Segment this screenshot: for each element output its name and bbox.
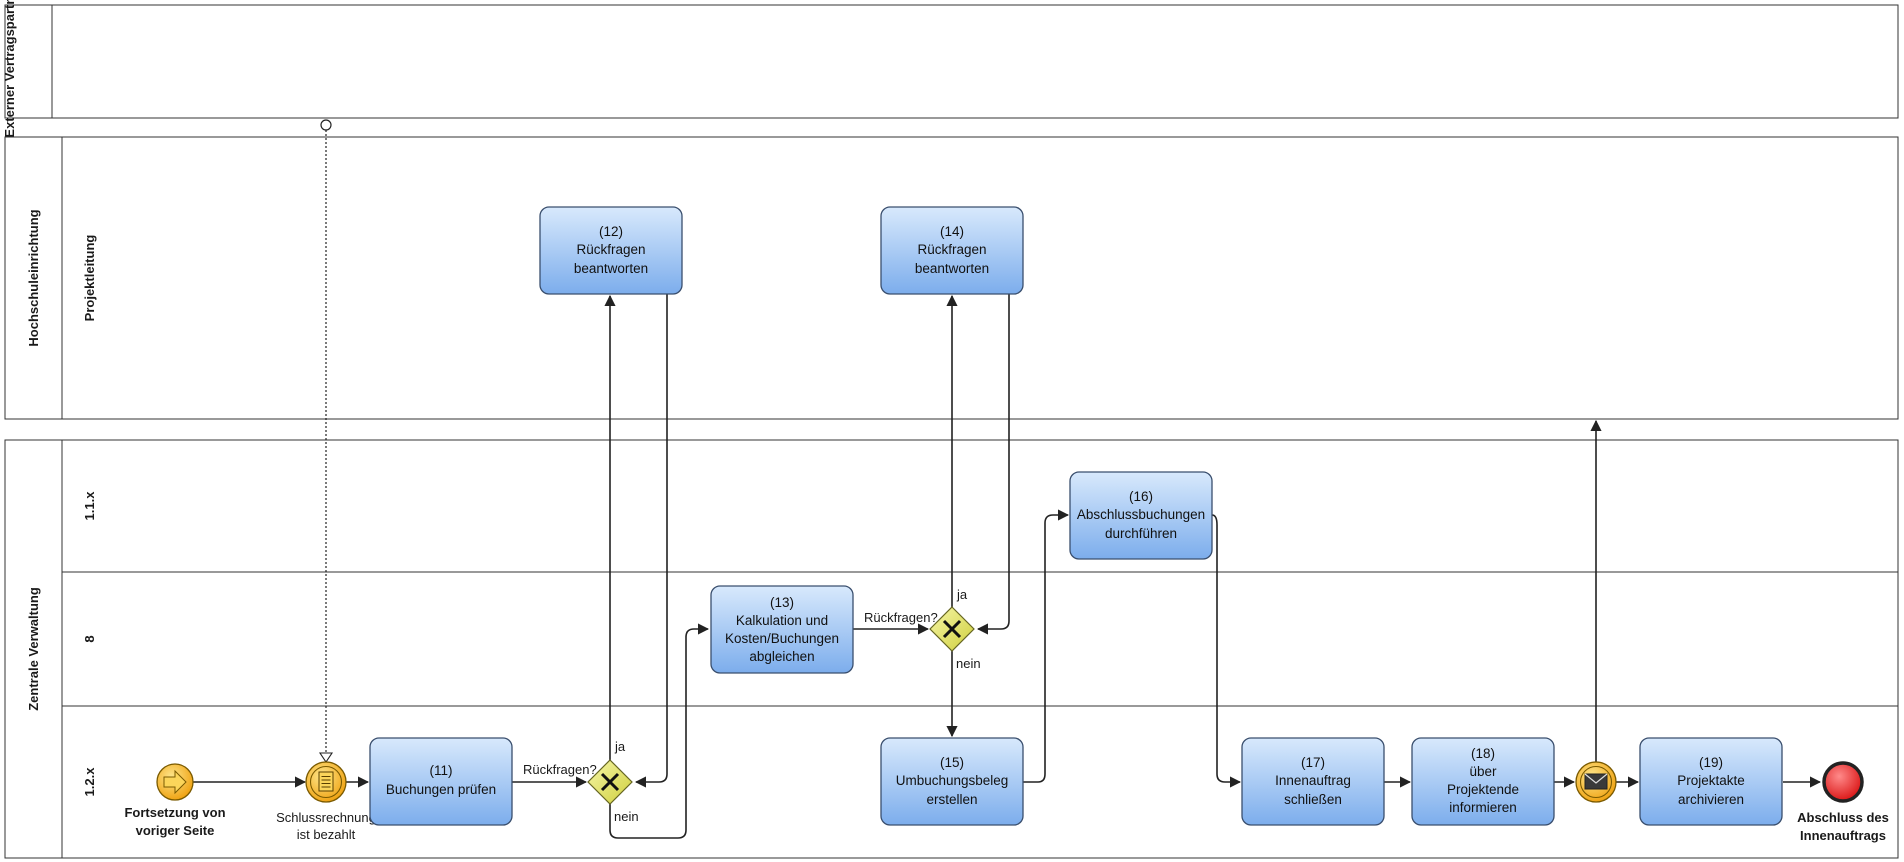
task-11-line1: Buchungen prüfen: [386, 782, 496, 797]
document-icon: [318, 771, 334, 792]
task-13-line2: Kosten/Buchungen: [725, 631, 839, 646]
task-18-line3: informieren: [1449, 800, 1517, 815]
x-icon: [600, 772, 620, 792]
gateway-1: Rückfragen? ja nein: [523, 739, 639, 824]
start-event-label-1: Fortsetzung von: [124, 805, 225, 820]
task-15-line2: erstellen: [926, 792, 977, 807]
intermediate-event-invoice: Schlussrechnung ist bezahlt: [276, 761, 376, 842]
task-14[interactable]: (14) Rückfragen beantworten: [880, 206, 1024, 295]
task-13-number: (13): [770, 595, 794, 610]
gateway-2: Rückfragen? ja nein: [864, 587, 981, 671]
message-flow-invoice: [318, 119, 334, 763]
message-send-event: [1575, 761, 1617, 803]
task-19-number: (19): [1699, 755, 1723, 770]
task-15-line1: Umbuchungsbeleg: [896, 773, 1009, 788]
gateway-1-question: Rückfragen?: [523, 762, 597, 777]
task-16-number: (16): [1129, 489, 1153, 504]
task-17-line1: Innenauftrag: [1275, 773, 1351, 788]
gateway-2-question: Rückfragen?: [864, 610, 938, 625]
start-event-label-2: voriger Seite: [136, 823, 215, 838]
pool-admin-label: Zentrale Verwaltung: [26, 587, 41, 711]
end-event-label-2: Innenauftrags: [1800, 828, 1886, 843]
arrow-right-icon: [163, 769, 187, 795]
task-13[interactable]: (13) Kalkulation und Kosten/Buchungen ab…: [710, 585, 854, 674]
pool-external-text: Externer Vertragspartner: [2, 0, 17, 138]
end-event-label-1: Abschluss des: [1797, 810, 1889, 825]
task-14-line1: Rückfragen: [917, 242, 986, 257]
pool-external-label: Externer Vertragspartner: [2, 0, 17, 138]
task-15[interactable]: (15) Umbuchungsbeleg erstellen: [880, 737, 1024, 826]
sequence-flows: [193, 293, 1822, 839]
start-event: Fortsetzung von voriger Seite: [124, 763, 226, 838]
task-19-line2: archivieren: [1678, 792, 1744, 807]
task-16-line2: durchführen: [1105, 526, 1177, 541]
x-icon: [942, 619, 962, 639]
lane-11x-label: 1.1.x: [82, 491, 97, 521]
task-13-line3: abgleichen: [749, 649, 814, 664]
invoice-event-label-1: Schlussrechnung: [276, 810, 376, 825]
task-18-line1: über: [1469, 764, 1497, 779]
task-16-line1: Abschlussbuchungen: [1077, 507, 1205, 522]
task-14-line2: beantworten: [915, 261, 989, 276]
task-18[interactable]: (18) über Projektende informieren: [1411, 737, 1555, 826]
task-12-line2: beantworten: [574, 261, 648, 276]
task-17-line2: schließen: [1284, 792, 1342, 807]
task-17[interactable]: (17) Innenauftrag schließen: [1241, 737, 1385, 826]
task-18-number: (18): [1471, 746, 1495, 761]
task-12-line1: Rückfragen: [576, 242, 645, 257]
gateway-1-yes: ja: [614, 739, 626, 754]
gateway-2-no: nein: [956, 656, 981, 671]
task-12[interactable]: (12) Rückfragen beantworten: [539, 206, 683, 295]
end-event: Abschluss des Innenauftrags: [1797, 761, 1889, 843]
pool-university-label: Hochschuleinrichtung: [26, 209, 41, 346]
task-14-number: (14): [940, 224, 964, 239]
task-12-number: (12): [599, 224, 623, 239]
task-11-number: (11): [429, 763, 452, 778]
lane-8-label: 8: [82, 635, 97, 642]
lane-project-lead-label: Projektleitung: [82, 235, 97, 322]
invoice-event-label-2: ist bezahlt: [297, 827, 356, 842]
task-15-number: (15): [940, 755, 964, 770]
task-17-number: (17): [1301, 755, 1325, 770]
task-19-line1: Projektakte: [1677, 773, 1745, 788]
task-16[interactable]: (16) Abschlussbuchungen durchführen: [1069, 471, 1213, 560]
pool-external: Externer Vertragspartner: [2, 0, 1899, 138]
lane-12x-label: 1.2.x: [82, 767, 97, 797]
task-11[interactable]: (11) Buchungen prüfen: [369, 737, 513, 826]
task-18-line2: Projektende: [1447, 782, 1519, 797]
task-13-line1: Kalkulation und: [736, 613, 828, 628]
task-19[interactable]: (19) Projektakte archivieren: [1639, 737, 1783, 826]
gateway-1-no: nein: [614, 809, 639, 824]
gateway-2-yes: ja: [956, 587, 968, 602]
envelope-icon: [1584, 773, 1608, 790]
